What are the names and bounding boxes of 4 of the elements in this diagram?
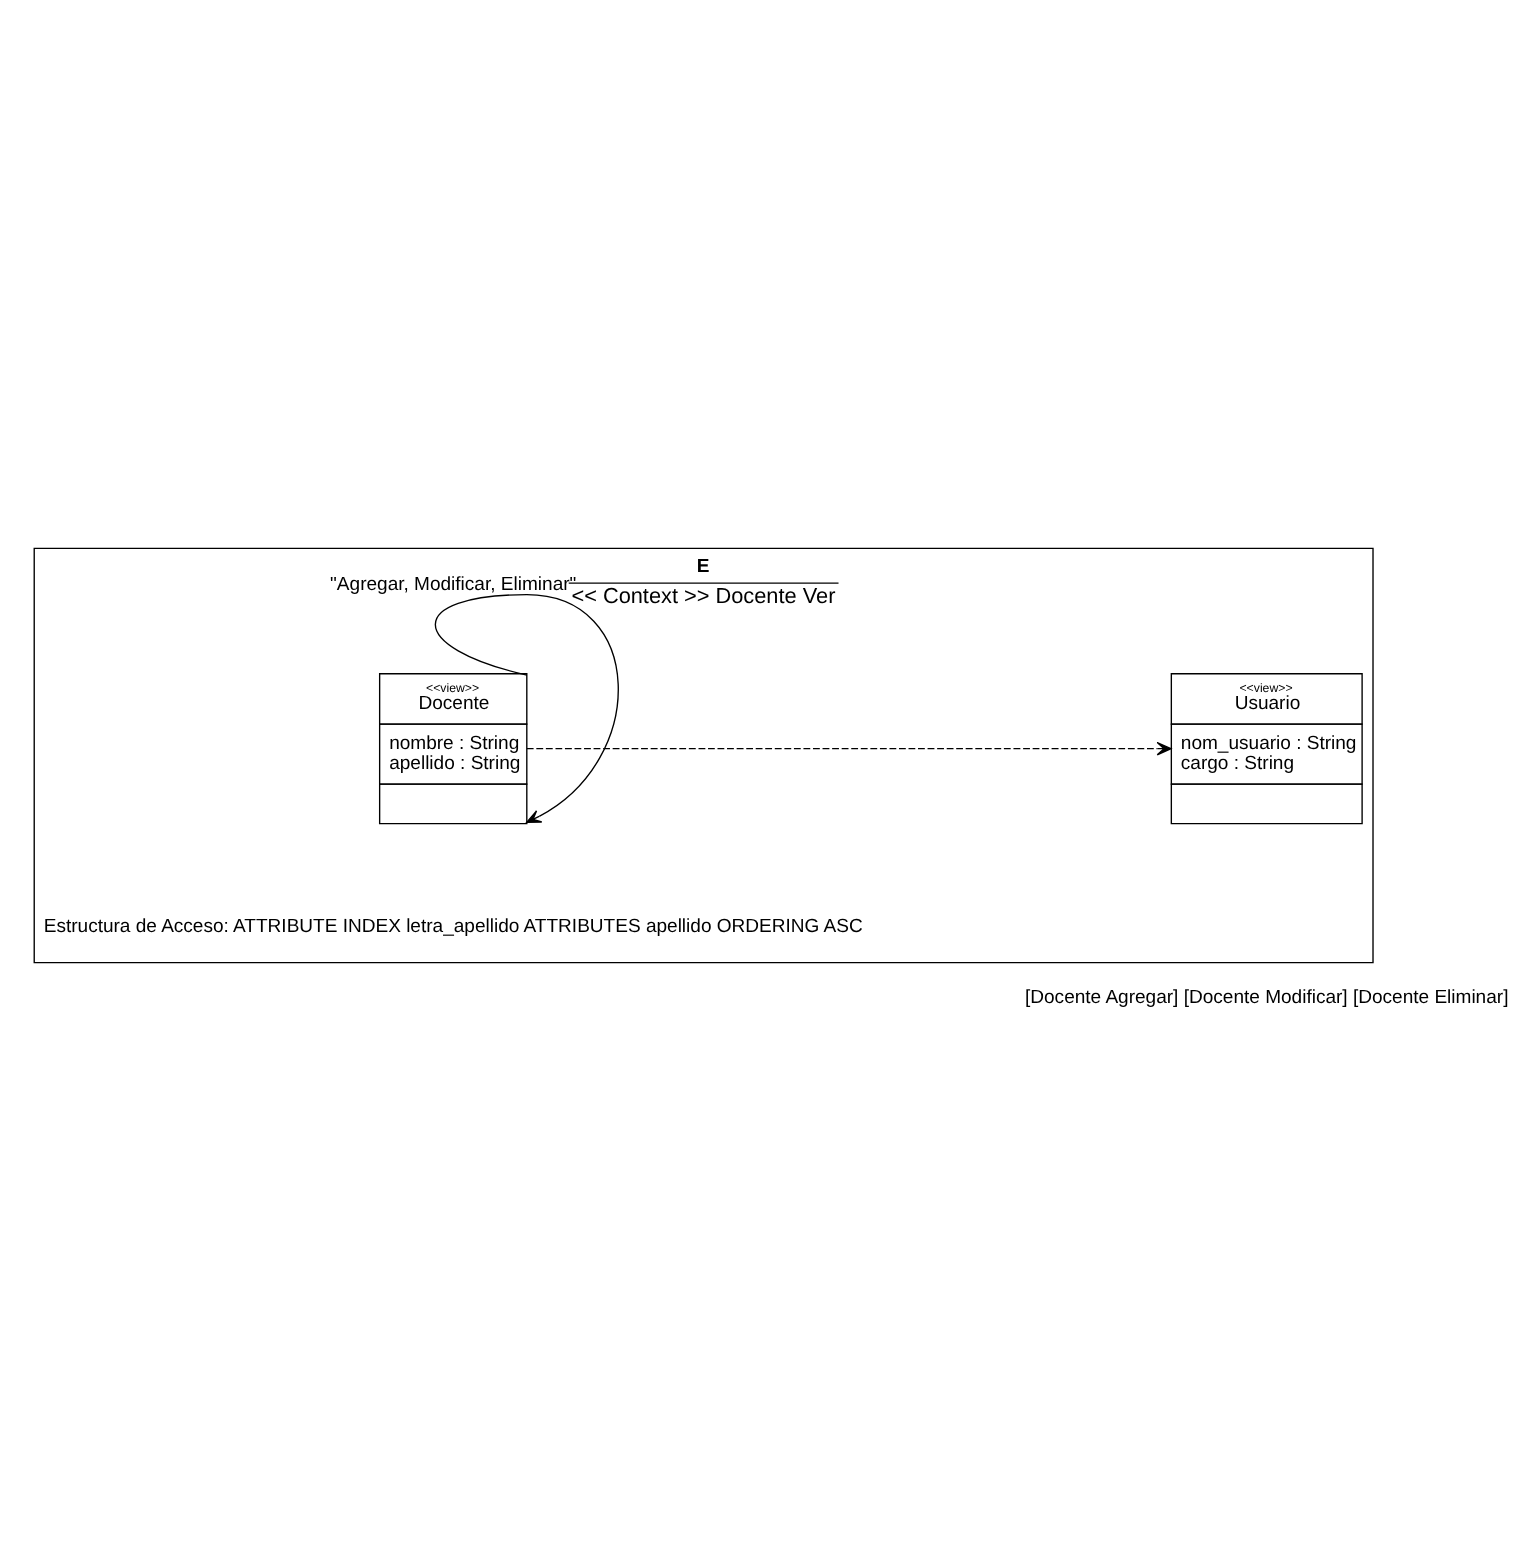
arrow bbox=[526, 741, 1172, 756]
arrow bbox=[434, 594, 619, 823]
label: [Docente Agregar] [Docente Modificar] [Docente Eliminar] bbox=[1025, 987, 1509, 1010]
edge-label: "Agregar, Modificar, Eliminar" bbox=[330, 573, 577, 596]
